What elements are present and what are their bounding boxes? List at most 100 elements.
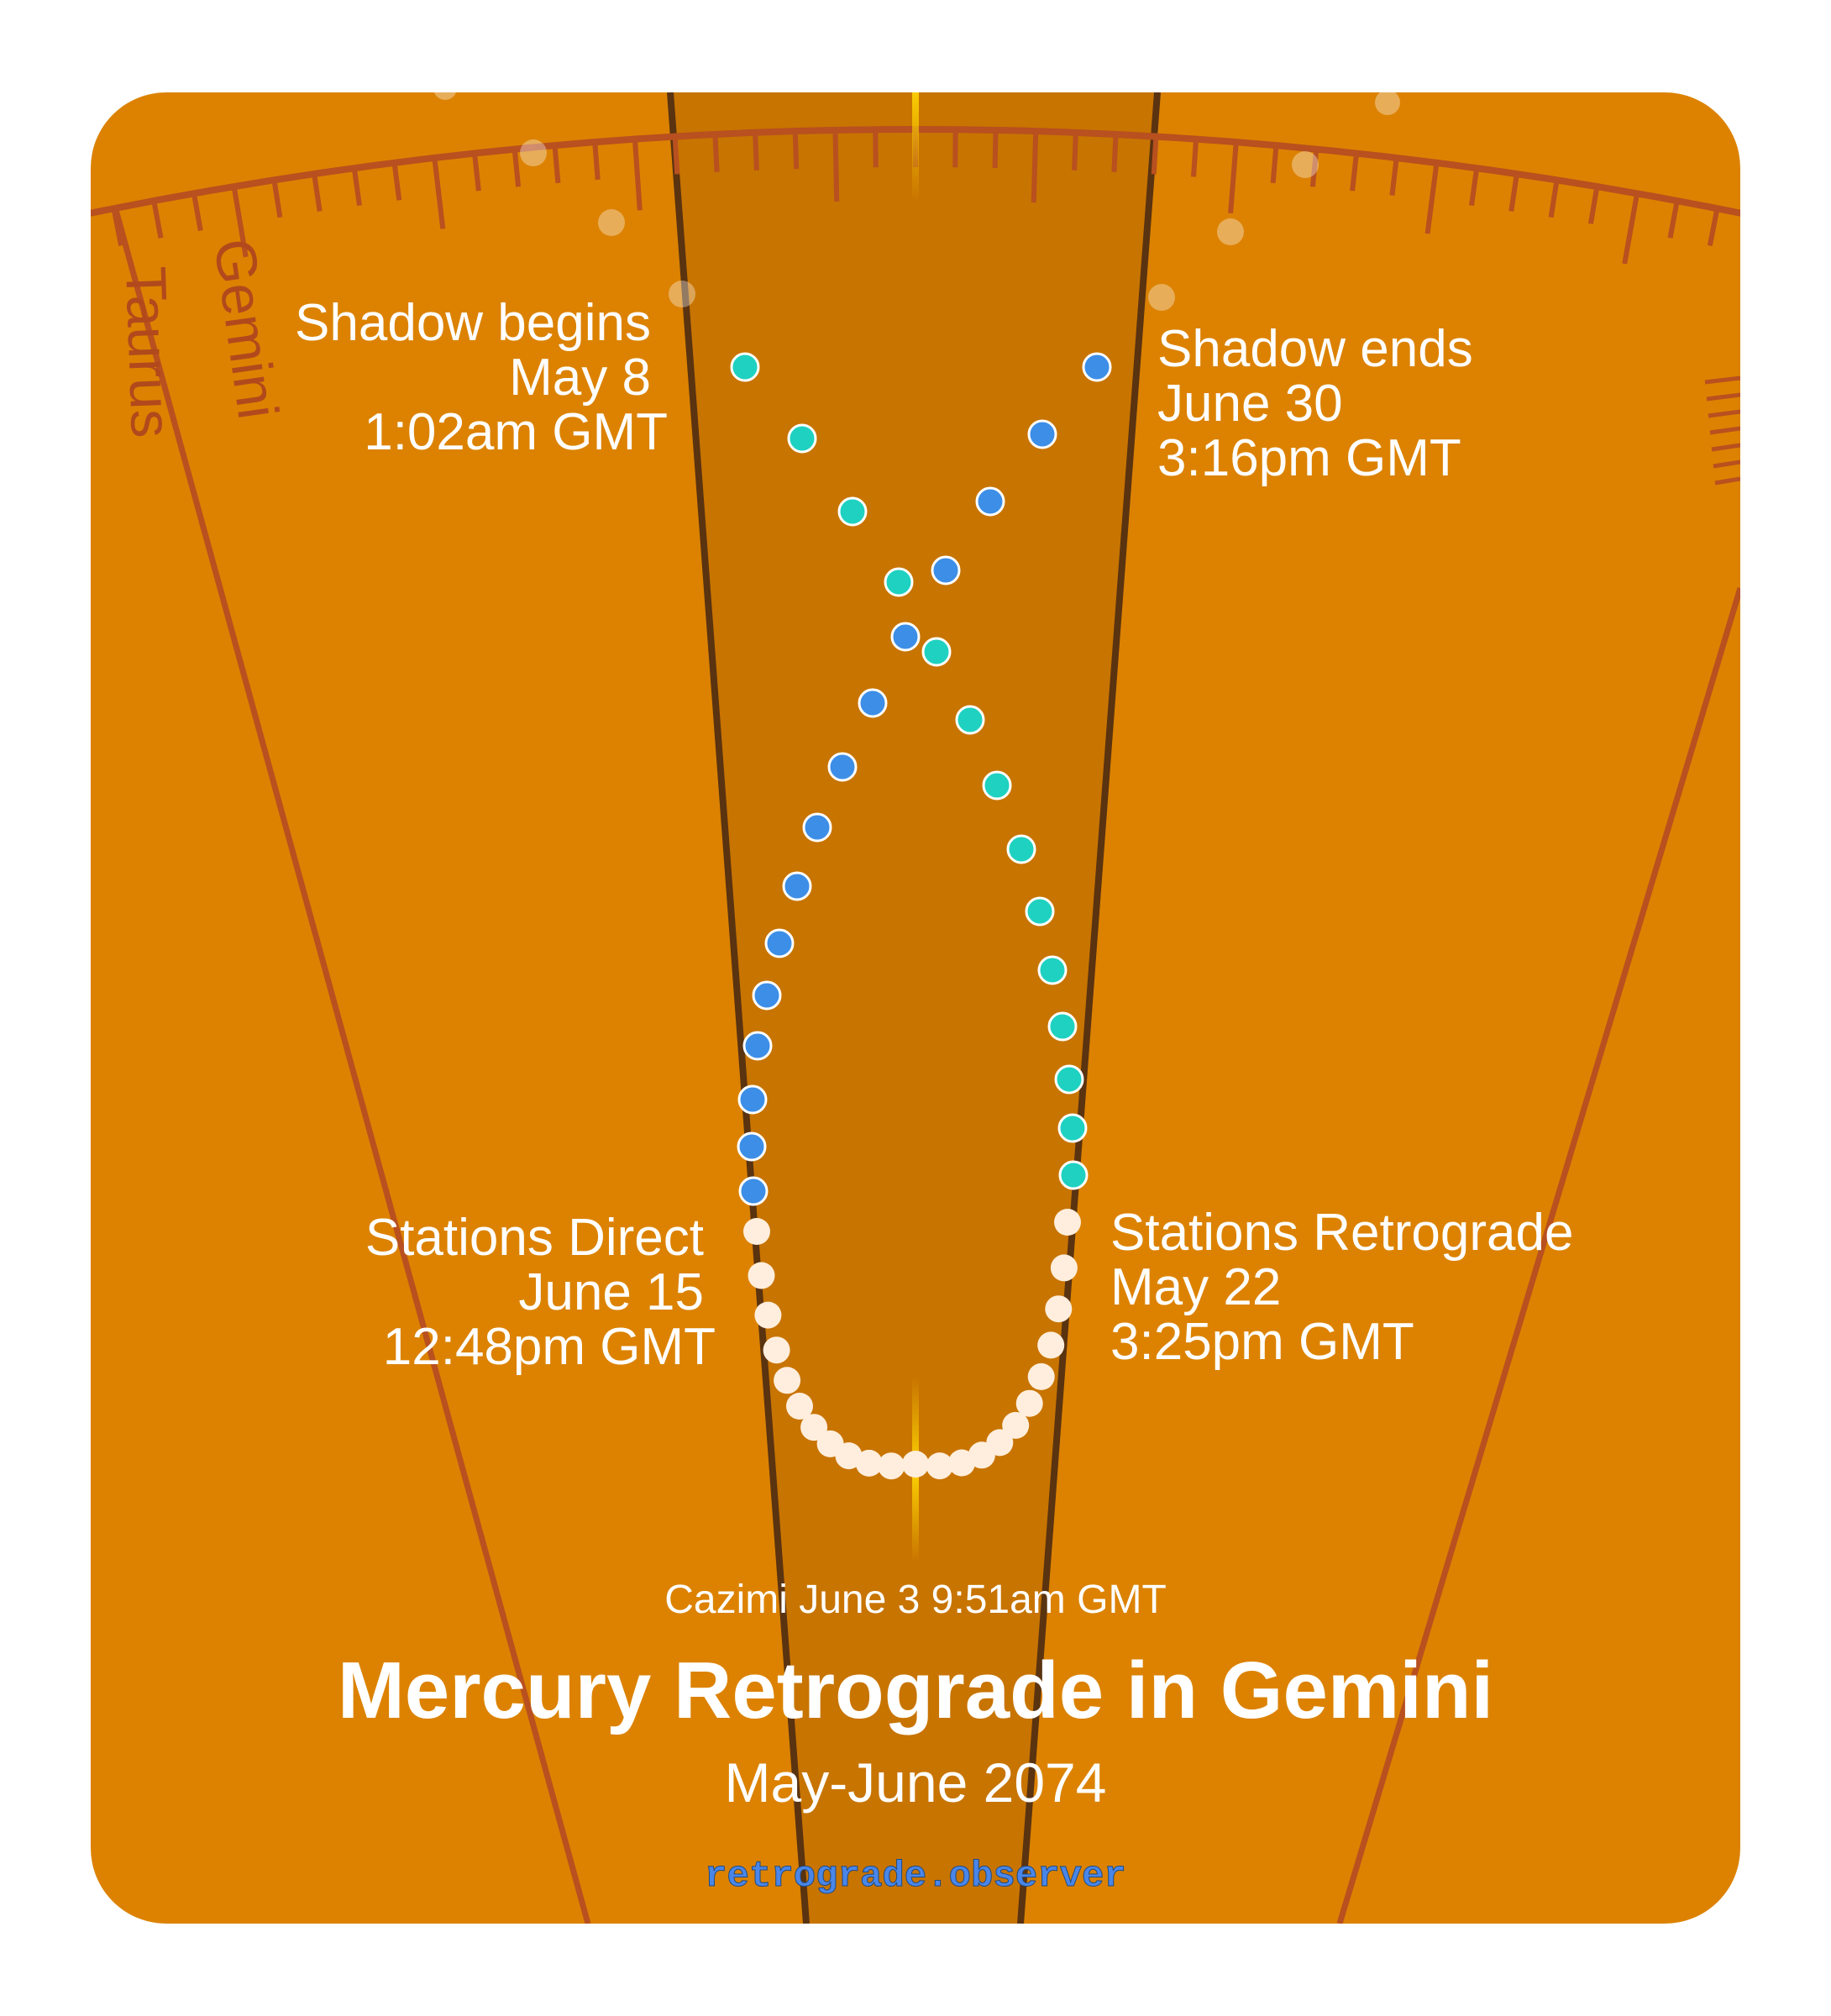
shadow-ends-date: June 30 — [1157, 375, 1343, 433]
shadow-begins-title: Shadow begins — [295, 294, 651, 352]
ecliptic-tick — [1309, 149, 1319, 187]
ecliptic-tick — [632, 139, 643, 211]
retrograde-position-dot — [902, 1451, 929, 1478]
retrograde-position-dot — [855, 1449, 883, 1477]
pre-shadow-position-dot — [730, 352, 760, 382]
pre-shadow-position-dot — [1047, 1011, 1078, 1042]
ecliptic-tick — [753, 132, 759, 171]
ecliptic-tick — [1424, 162, 1440, 234]
post-shadow-position-dot — [752, 980, 782, 1011]
post-shadow-position-dot — [737, 1084, 768, 1115]
ecliptic-tick — [231, 186, 249, 258]
post-shadow-position-dot — [737, 1131, 767, 1162]
retrograde-position-dot — [1015, 1389, 1043, 1417]
shadow-ends-time: 3:16pm GMT — [1157, 429, 1461, 487]
ecliptic-tick — [1469, 167, 1480, 207]
post-shadow-position-dot — [858, 688, 888, 718]
ecliptic-tick — [74, 217, 81, 254]
retrograde-position-dot — [1050, 1254, 1078, 1282]
cancer-boundary-line — [1336, 586, 1740, 1924]
pre-shadow-position-dot — [1057, 1113, 1088, 1143]
ecliptic-tick — [672, 136, 680, 175]
shadow-zone — [670, 92, 1157, 1924]
ecliptic-tick — [552, 144, 561, 184]
ecliptic-tick — [1270, 144, 1279, 184]
ecliptic-tick — [1548, 179, 1560, 218]
pre-shadow-position-dot — [1058, 1160, 1089, 1190]
retrograde-position-dot — [743, 1218, 770, 1245]
background-stars — [433, 92, 1400, 311]
retrograde-position-dot — [800, 1414, 828, 1441]
ecliptic-tick — [432, 157, 446, 229]
pre-shadow-position-dot — [955, 705, 985, 735]
pre-shadow-position-dot — [1037, 955, 1068, 985]
ecliptic-tick — [191, 192, 203, 232]
ecliptic-tick — [111, 207, 124, 246]
ecliptic-tick-marks — [74, 129, 1720, 265]
retrograde-position-dot — [816, 1430, 844, 1457]
retrograde-position-dot — [1045, 1295, 1073, 1323]
post-shadow-position-dot — [742, 1031, 773, 1061]
retrograde-position-dot — [878, 1452, 905, 1480]
retrograde-position-dot — [1054, 1209, 1081, 1236]
post-shadow-position-dot — [1027, 419, 1057, 449]
retrograde-position-dot — [748, 1262, 775, 1289]
post-shadow-position-dot — [827, 752, 858, 782]
ecliptic-tick — [832, 129, 840, 202]
ecliptic-tick — [1667, 200, 1680, 239]
ecliptic-tick — [271, 179, 283, 218]
pre-shadow-position-dot — [787, 423, 817, 454]
ecliptic-tick — [1151, 136, 1159, 175]
diagram-title: Mercury Retrograde in Gemini — [338, 1646, 1493, 1735]
ecliptic-tick — [1508, 173, 1519, 212]
ecliptic-tick — [992, 129, 999, 168]
shadow-end-edge — [1017, 92, 1161, 1924]
ecliptic-tick — [1389, 157, 1399, 196]
ecliptic-tick — [1111, 134, 1119, 172]
mercury-path — [730, 352, 1112, 1480]
stations-direct-label: Stations Direct June 15 12:48pm GMT — [365, 1209, 716, 1376]
shadow-begins-time: 1:02am GMT — [364, 403, 668, 461]
stations-retrograde-title: Stations Retrograde — [1110, 1204, 1573, 1262]
ecliptic-tick — [1072, 132, 1078, 171]
post-shadow-position-dot — [931, 555, 961, 585]
ecliptic-tick — [472, 153, 481, 192]
shadow-start-edge — [667, 92, 810, 1924]
post-shadow-position-dot — [738, 1176, 769, 1206]
ecliptic-tick — [592, 141, 601, 181]
shadow-ends-title: Shadow ends — [1157, 320, 1473, 378]
post-shadow-position-dot — [890, 622, 921, 652]
ecliptic-tick — [1191, 139, 1199, 177]
ecliptic-tick — [351, 167, 362, 207]
ecliptic-tick — [1228, 141, 1239, 214]
retrograde-position-dot — [1037, 1331, 1065, 1359]
stations-retrograde-time: 3:25pm GMT — [1110, 1313, 1414, 1371]
ecliptic-tick — [1587, 186, 1600, 224]
ecliptic-tick — [792, 131, 800, 170]
shadow-begins-label: Shadow begins May 8 1:02am GMT — [295, 294, 668, 461]
pre-shadow-position-dot — [982, 770, 1012, 801]
shadow-begins-date: May 8 — [509, 349, 651, 407]
post-shadow-position-dot — [802, 812, 832, 843]
site-link[interactable]: retrograde.observer — [705, 1856, 1127, 1898]
retrograde-position-dot — [926, 1452, 953, 1480]
retrograde-position-dot — [786, 1393, 813, 1420]
ecliptic-tick — [1031, 131, 1039, 203]
cazimi-beam-top — [912, 92, 919, 202]
stations-direct-time: 12:48pm GMT — [383, 1318, 716, 1376]
ecliptic-tick — [1622, 192, 1640, 265]
pre-shadow-position-dot — [921, 637, 952, 667]
ecliptic-tick — [1707, 207, 1720, 246]
diagram-subtitle: May-June 2074 — [725, 1751, 1107, 1814]
pre-shadow-position-dot — [1054, 1064, 1084, 1095]
taurus-boundary-line — [113, 209, 591, 1924]
retrograde-position-dot — [763, 1336, 790, 1364]
ecliptic-tick — [391, 162, 402, 201]
ecliptic-tick — [512, 149, 522, 187]
retrograde-position-dot — [754, 1301, 782, 1329]
retrograde-position-dot — [948, 1449, 976, 1477]
pre-shadow-position-dot — [837, 496, 868, 527]
post-shadow-position-dot — [1082, 352, 1112, 382]
shadow-ends-label: Shadow ends June 30 3:16pm GMT — [1157, 320, 1473, 487]
